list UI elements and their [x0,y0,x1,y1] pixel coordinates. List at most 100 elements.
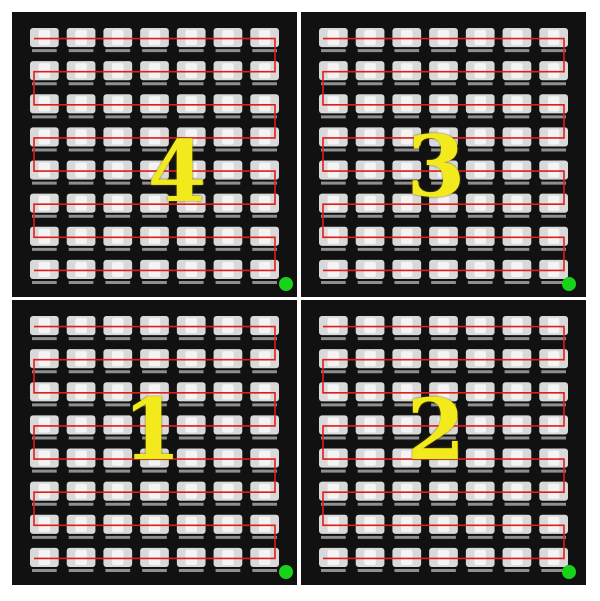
led-pad [178,49,204,53]
led-lens [474,129,486,145]
led-pad [321,469,346,473]
led-pad [431,436,456,440]
led-pad [357,181,383,185]
led-pad [467,403,493,407]
led-lens [185,162,197,178]
led-lens [258,162,271,178]
led-lens [38,318,51,334]
led-lens [222,228,234,244]
led-pad [394,502,420,506]
led-pad [68,337,94,341]
led-panel-2: 2 [301,300,586,585]
led-lens [112,450,124,466]
led-pad [142,148,167,152]
led-pad [321,49,346,53]
led-lens [401,417,413,433]
led-lens [38,417,51,433]
led-pad [105,370,131,374]
led-lens [511,195,523,211]
led-lens [75,483,87,499]
led-pad [321,181,346,185]
led-lens [112,351,124,367]
led-lens [75,162,87,178]
led-lens [258,516,271,532]
led-lens [364,483,376,499]
led-pad [467,82,493,86]
led-pad [142,247,167,251]
led-pad [431,281,456,284]
led-pad [105,403,131,407]
led-lens [112,318,124,334]
led-lens [38,195,51,211]
led-pad [105,569,131,572]
led-lens [364,195,376,211]
led-pad [394,469,420,473]
led-grid-panel-4 [30,28,279,284]
led-lens [75,351,87,367]
led-pad [394,403,420,407]
led-pad [431,214,456,218]
led-pad [32,436,57,440]
led-lens [437,129,450,145]
led-pad [105,214,131,218]
led-pad [178,281,204,284]
led-lens [511,549,523,565]
led-lens [75,261,87,277]
serpentine-data-trace [322,325,565,560]
led-pad [142,403,167,407]
led-pad [541,569,566,572]
led-lens [547,417,560,433]
led-lens [222,483,234,499]
led-pad [541,370,566,374]
led-lens [401,261,413,277]
led-pad [252,469,277,473]
led-pad [252,436,277,440]
led-pad [215,436,241,440]
led-pad [215,469,241,473]
led-pad [142,502,167,506]
led-lens [401,129,413,145]
panel-number-4: 4 [147,122,207,221]
led-pad [431,49,456,53]
led-pad [105,181,131,185]
led-pad [321,535,346,539]
led-lens [75,417,87,433]
led-pad [504,181,530,185]
led-pad [252,370,277,374]
led-lens [327,384,340,400]
led-lens [401,351,413,367]
led-lens [112,63,124,79]
led-pad [252,247,277,251]
led-pad [142,82,167,86]
led-pad [178,148,204,152]
led-pad [68,281,94,284]
led-lens [401,63,413,79]
led-pad [178,403,204,407]
led-lens [364,384,376,400]
led-pad [68,535,94,539]
led-lens [437,351,450,367]
led-pad [252,281,277,284]
led-pad [504,214,530,218]
led-pad [467,535,493,539]
led-lens [112,30,124,46]
led-lens [38,129,51,145]
led-lens [148,351,161,367]
serpentine-data-trace [322,37,565,272]
led-lens [327,351,340,367]
led-lens [401,549,413,565]
led-pad [431,82,456,86]
led-pad [32,337,57,341]
led-lens [38,30,51,46]
led-lens [364,516,376,532]
led-pad [394,569,420,572]
led-lens [364,63,376,79]
led-pad [142,281,167,284]
led-pad [105,115,131,119]
led-pad [541,148,566,152]
led-lens [364,129,376,145]
led-pad [252,535,277,539]
led-lens [401,228,413,244]
led-pad [504,247,530,251]
led-lens [511,450,523,466]
